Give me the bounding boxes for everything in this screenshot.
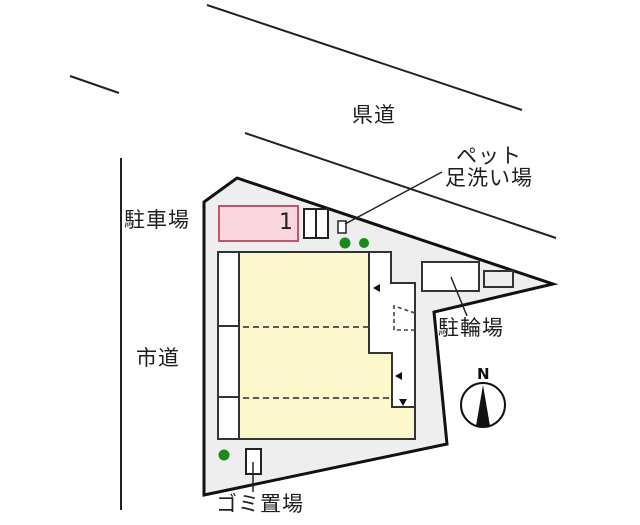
road-edge-left-stub [69,75,120,94]
bicycle-parking-label: 駐輪場 [438,316,504,340]
entrance-arrow-icon [395,372,402,380]
north-arrow-icon [460,382,506,428]
tree-icon [359,238,369,248]
bicycle-parking-annex [483,270,514,288]
pet-foot-wash-label-line2: 足洗い場 [445,166,533,190]
balcony-strip [217,251,240,440]
common-corridor [368,251,416,408]
city-road-label: 市道 [136,346,180,370]
pet-foot-wash-label-line1: ペット [456,144,522,168]
garbage-area-label: ゴミ置場 [216,492,304,516]
parking-space-1[interactable] [218,205,299,242]
tree-icon [339,237,351,249]
bicycle-parking-leader [450,276,468,317]
pet-foot-wash-station [337,220,347,234]
parking-space-number: 1 [279,210,293,235]
prefectural-road-label: 県道 [352,103,396,127]
compass-north-label: N [477,365,490,383]
entrance-arrow-icon [399,399,407,406]
tree-icon [218,449,230,461]
stair-outline [393,304,416,331]
bicycle-parking [421,261,480,292]
entrance-arrow-icon [373,284,380,292]
prefectural-road-edge-north [206,4,523,111]
prefectural-road-edge-south [244,132,557,239]
pet-foot-wash-leader [344,171,443,225]
parking-label: 駐車場 [124,208,190,232]
